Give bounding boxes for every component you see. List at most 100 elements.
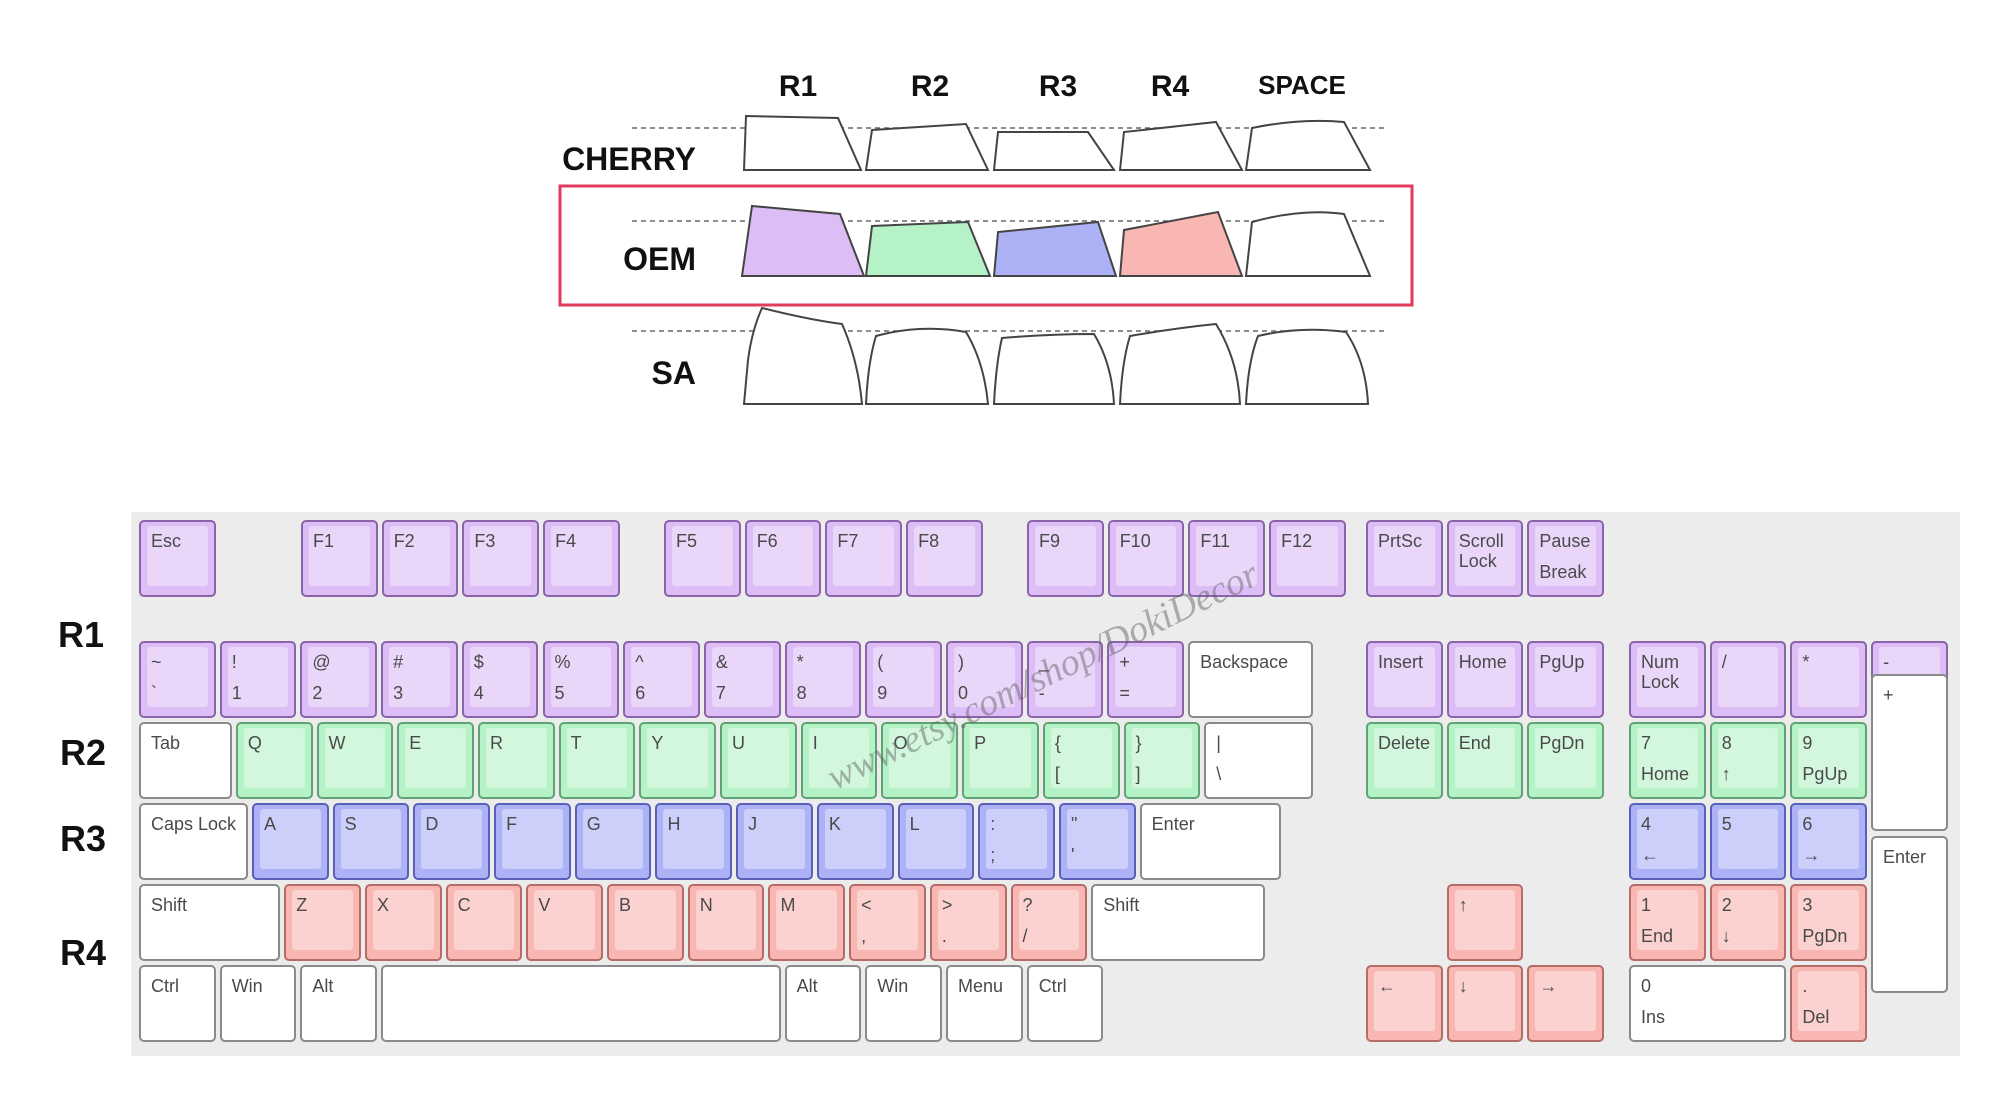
key-np-star[interactable]: * [1790, 641, 1868, 718]
key-minus[interactable]: _- [1026, 641, 1104, 718]
key-0[interactable]: )0 [946, 641, 1023, 718]
key-np-plus[interactable]: + [1871, 674, 1948, 832]
key-space[interactable] [381, 965, 781, 1042]
key-u[interactable]: U [720, 722, 797, 799]
key-f8[interactable]: F8 [906, 520, 983, 597]
key-v[interactable]: V [526, 884, 604, 961]
key-lctrl[interactable]: Ctrl [139, 965, 216, 1042]
key-3[interactable]: #3 [381, 641, 458, 718]
key-rshift[interactable]: Shift [1091, 884, 1265, 961]
key-lshift[interactable]: Shift [139, 884, 281, 961]
key-np8[interactable]: 8↑ [1709, 722, 1787, 799]
key-menu[interactable]: Menu [946, 965, 1023, 1042]
key-np6[interactable]: 6→ [1790, 803, 1868, 880]
key-backspace[interactable]: Backspace [1188, 641, 1314, 718]
key-f1[interactable]: F1 [301, 520, 378, 597]
key-5[interactable]: %5 [542, 641, 620, 718]
key-7[interactable]: &7 [703, 641, 781, 718]
key-np-dot[interactable]: .Del [1790, 965, 1868, 1042]
key-home[interactable]: Home [1446, 641, 1524, 718]
key-i[interactable]: I [800, 722, 878, 799]
key-m[interactable]: M [768, 884, 846, 961]
key-up[interactable]: ↑ [1446, 884, 1524, 961]
key-rbracket[interactable]: }] [1123, 722, 1201, 799]
key-k[interactable]: K [816, 803, 894, 880]
key-f4[interactable]: F4 [543, 520, 620, 597]
key-tab[interactable]: Tab [139, 722, 232, 799]
key-9[interactable]: (9 [865, 641, 942, 718]
key-lwin[interactable]: Win [219, 965, 297, 1042]
key-z[interactable]: Z [284, 884, 361, 961]
key-f6[interactable]: F6 [744, 520, 822, 597]
key-enter[interactable]: Enter [1139, 803, 1281, 880]
key-esc[interactable]: Esc [139, 520, 216, 597]
key-w[interactable]: W [316, 722, 394, 799]
key-1[interactable]: !1 [219, 641, 297, 718]
key-c[interactable]: C [445, 884, 523, 961]
key-insert[interactable]: Insert [1366, 641, 1443, 718]
key-lalt[interactable]: Alt [300, 965, 378, 1042]
key-f3[interactable]: F3 [462, 520, 540, 597]
key-semicolon[interactable]: :; [978, 803, 1055, 880]
key-f[interactable]: F [494, 803, 571, 880]
key-f11[interactable]: F11 [1188, 520, 1266, 597]
key-down[interactable]: ↓ [1446, 965, 1524, 1042]
key-np-slash[interactable]: / [1709, 641, 1787, 718]
key-h[interactable]: H [655, 803, 733, 880]
key-f12[interactable]: F12 [1269, 520, 1346, 597]
key-6[interactable]: ^6 [623, 641, 700, 718]
key-comma[interactable]: <, [849, 884, 926, 961]
key-tilde[interactable]: ~` [139, 641, 216, 718]
key-s[interactable]: S [332, 803, 410, 880]
key-capslock[interactable]: Caps Lock [139, 803, 248, 880]
key-np4[interactable]: 4← [1629, 803, 1706, 880]
key-g[interactable]: G [574, 803, 652, 880]
key-f9[interactable]: F9 [1027, 520, 1104, 597]
key-ralt[interactable]: Alt [784, 965, 862, 1042]
key-equal[interactable]: += [1107, 641, 1185, 718]
key-end[interactable]: End [1446, 722, 1524, 799]
key-delete[interactable]: Delete [1366, 722, 1443, 799]
key-numlock[interactable]: Num Lock [1629, 641, 1706, 718]
key-t[interactable]: T [558, 722, 636, 799]
key-j[interactable]: J [736, 803, 813, 880]
key-lbracket[interactable]: {[ [1042, 722, 1120, 799]
key-rctrl[interactable]: Ctrl [1026, 965, 1104, 1042]
key-n[interactable]: N [687, 884, 765, 961]
key-l[interactable]: L [897, 803, 975, 880]
key-p[interactable]: P [962, 722, 1039, 799]
key-f7[interactable]: F7 [825, 520, 903, 597]
key-o[interactable]: O [881, 722, 959, 799]
key-f5[interactable]: F5 [664, 520, 741, 597]
key-q[interactable]: Q [235, 722, 313, 799]
key-rwin[interactable]: Win [865, 965, 942, 1042]
key-8[interactable]: *8 [784, 641, 862, 718]
key-e[interactable]: E [397, 722, 474, 799]
key-d[interactable]: D [413, 803, 491, 880]
key-4[interactable]: $4 [461, 641, 539, 718]
key-left[interactable]: ← [1366, 965, 1443, 1042]
key-pgdn[interactable]: PgDn [1527, 722, 1605, 799]
key-pgup[interactable]: PgUp [1527, 641, 1605, 718]
key-f2[interactable]: F2 [381, 520, 459, 597]
key-slash[interactable]: ?/ [1010, 884, 1088, 961]
key-x[interactable]: X [364, 884, 442, 961]
key-bkey[interactable]: B [607, 884, 684, 961]
key-f10[interactable]: F10 [1107, 520, 1185, 597]
key-a[interactable]: A [251, 803, 329, 880]
key-backslash[interactable]: |\ [1204, 722, 1314, 799]
key-right[interactable]: → [1527, 965, 1605, 1042]
key-scroll-lock[interactable]: Scroll Lock [1446, 520, 1524, 597]
key-np-enter[interactable]: Enter [1871, 836, 1948, 994]
key-r[interactable]: R [477, 722, 555, 799]
key-period[interactable]: >. [929, 884, 1007, 961]
key-np2[interactable]: 2↓ [1709, 884, 1787, 961]
key-2[interactable]: @2 [300, 641, 378, 718]
key-quote[interactable]: "' [1058, 803, 1136, 880]
key-y[interactable]: Y [639, 722, 717, 799]
